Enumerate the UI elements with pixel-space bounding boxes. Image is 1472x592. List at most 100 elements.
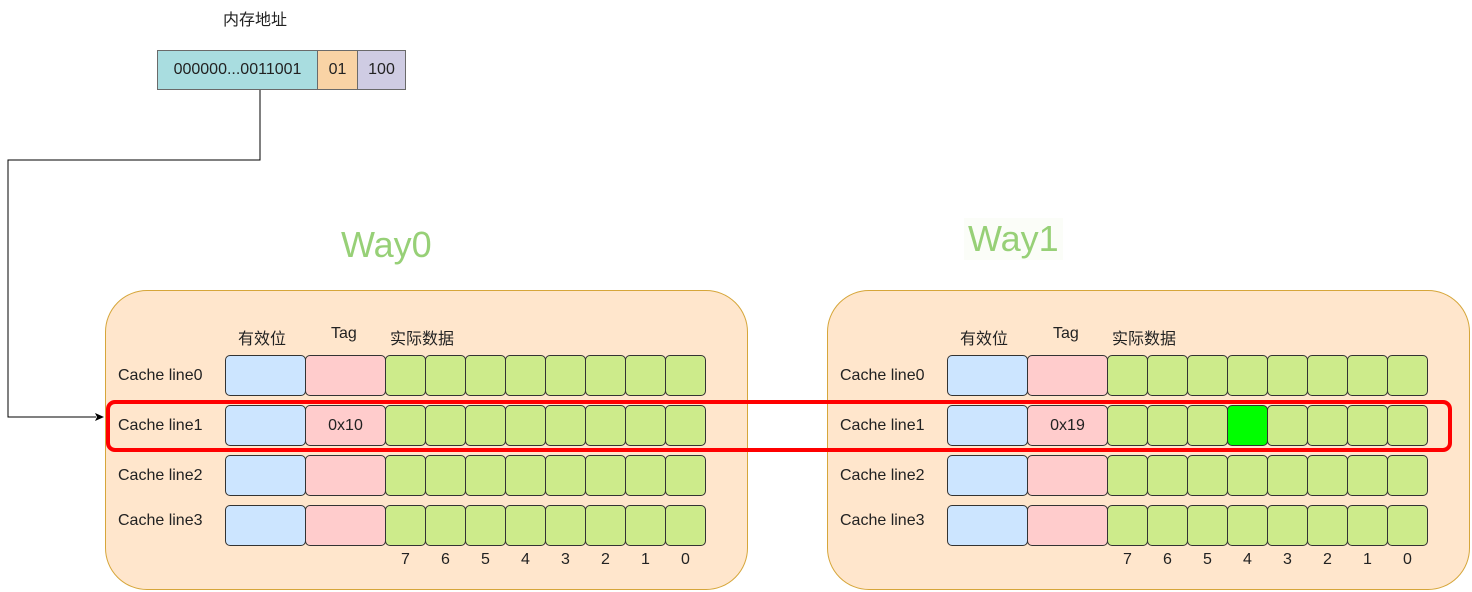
way0-bit-label-1: 1 bbox=[641, 551, 650, 568]
way0-line1-label: Cache line1 bbox=[118, 417, 203, 434]
way1-line3-tag-cell bbox=[1027, 505, 1108, 546]
way0-line0-data-byte-0 bbox=[665, 355, 706, 396]
address-offset-field: 100 bbox=[357, 50, 406, 90]
way1-line3-data-byte-7 bbox=[1107, 505, 1148, 546]
way1-line0-data-byte-6 bbox=[1147, 355, 1188, 396]
way0-line3-valid-cell bbox=[225, 505, 306, 546]
way1-header-valid: 有效位 bbox=[960, 331, 1009, 348]
way1-line2-data-byte-6 bbox=[1147, 455, 1188, 496]
way1-bit-label-4: 4 bbox=[1243, 551, 1252, 568]
way1-line1-data-byte-5 bbox=[1187, 405, 1228, 446]
way0-line2-data-byte-0 bbox=[665, 455, 706, 496]
way1-line2-data-byte-7 bbox=[1107, 455, 1148, 496]
way0-line0-data-byte-4 bbox=[505, 355, 546, 396]
way0-line3-data-byte-0 bbox=[665, 505, 706, 546]
way1-line1-valid-cell bbox=[947, 405, 1028, 446]
way1-line2-valid-cell bbox=[947, 455, 1028, 496]
way1-bit-label-5: 5 bbox=[1203, 551, 1212, 568]
way0-line0-label: Cache line0 bbox=[118, 367, 203, 384]
way0-line0-data-byte-6 bbox=[425, 355, 466, 396]
way0-line3-data-byte-7 bbox=[385, 505, 426, 546]
way0-line0-data-byte-3 bbox=[545, 355, 586, 396]
way1-line0-data-byte-4 bbox=[1227, 355, 1268, 396]
way0-line3-data-byte-3 bbox=[545, 505, 586, 546]
way0-line1-data-byte-4 bbox=[505, 405, 546, 446]
way1-line0-data-byte-0 bbox=[1387, 355, 1428, 396]
way1-line1-data-byte-2 bbox=[1307, 405, 1348, 446]
way0-bit-label-6: 6 bbox=[441, 551, 450, 568]
way1-line2-data-byte-5 bbox=[1187, 455, 1228, 496]
way0-line1-data-byte-1 bbox=[625, 405, 666, 446]
way1-line3-data-byte-5 bbox=[1187, 505, 1228, 546]
way0-line2-data-byte-1 bbox=[625, 455, 666, 496]
way1-line3-data-byte-4 bbox=[1227, 505, 1268, 546]
way1-line3-data-byte-2 bbox=[1307, 505, 1348, 546]
way1-line1-data-byte-0 bbox=[1387, 405, 1428, 446]
selected-set-highlight bbox=[106, 400, 1452, 452]
way0-line1-data-byte-0 bbox=[665, 405, 706, 446]
way1-header-data: 实际数据 bbox=[1112, 331, 1177, 348]
way0-line2-tag-cell bbox=[305, 455, 386, 496]
way0-line2-data-byte-6 bbox=[425, 455, 466, 496]
way1-line0-data-byte-1 bbox=[1347, 355, 1388, 396]
way0-line3-data-byte-5 bbox=[465, 505, 506, 546]
way1-line1-data-byte-7 bbox=[1107, 405, 1148, 446]
way0-line2-data-byte-5 bbox=[465, 455, 506, 496]
way0-line3-data-byte-4 bbox=[505, 505, 546, 546]
way1-line0-label: Cache line0 bbox=[840, 367, 925, 384]
way1-title: Way1 bbox=[964, 218, 1063, 260]
way0-line2-data-byte-3 bbox=[545, 455, 586, 496]
way0-bit-label-5: 5 bbox=[481, 551, 490, 568]
way1-line1-data-byte-6 bbox=[1147, 405, 1188, 446]
way0-header-valid: 有效位 bbox=[238, 331, 287, 348]
way0-title: Way0 bbox=[341, 224, 432, 265]
way1-line2-data-byte-0 bbox=[1387, 455, 1428, 496]
way0-line0-valid-cell bbox=[225, 355, 306, 396]
way1-bit-label-1: 1 bbox=[1363, 551, 1372, 568]
way0-line2-data-byte-4 bbox=[505, 455, 546, 496]
way1-line2-data-byte-4 bbox=[1227, 455, 1268, 496]
way1-line0-tag-cell bbox=[1027, 355, 1108, 396]
way0-line2-label: Cache line2 bbox=[118, 467, 203, 484]
way1-line2-data-byte-2 bbox=[1307, 455, 1348, 496]
way0-line1-data-byte-6 bbox=[425, 405, 466, 446]
way1-bit-label-7: 7 bbox=[1123, 551, 1132, 568]
way1-line0-valid-cell bbox=[947, 355, 1028, 396]
way1-line0-data-byte-5 bbox=[1187, 355, 1228, 396]
way0-line2-valid-cell bbox=[225, 455, 306, 496]
way1-line0-data-byte-7 bbox=[1107, 355, 1148, 396]
way0-bit-label-0: 0 bbox=[681, 551, 690, 568]
way1-line3-data-byte-1 bbox=[1347, 505, 1388, 546]
way1-line3-label: Cache line3 bbox=[840, 512, 925, 529]
way1-line2-tag-cell bbox=[1027, 455, 1108, 496]
way0-line3-label: Cache line3 bbox=[118, 512, 203, 529]
way1-line1-tag-cell: 0x19 bbox=[1027, 405, 1108, 446]
way0-line3-data-byte-6 bbox=[425, 505, 466, 546]
way1-line1-data-byte-4-hit bbox=[1227, 405, 1268, 446]
way1-bit-label-3: 3 bbox=[1283, 551, 1292, 568]
way0-line3-data-byte-2 bbox=[585, 505, 626, 546]
way1-header-tag: Tag bbox=[1053, 325, 1079, 342]
way1-line3-data-byte-6 bbox=[1147, 505, 1188, 546]
way0-bit-label-3: 3 bbox=[561, 551, 570, 568]
way0-line0-tag-cell bbox=[305, 355, 386, 396]
way0-line3-data-byte-1 bbox=[625, 505, 666, 546]
way1-bit-label-2: 2 bbox=[1323, 551, 1332, 568]
way1-line3-data-byte-0 bbox=[1387, 505, 1428, 546]
way1-line2-data-byte-3 bbox=[1267, 455, 1308, 496]
way0-line1-tag-cell: 0x10 bbox=[305, 405, 386, 446]
way1-line0-data-byte-2 bbox=[1307, 355, 1348, 396]
way0-bit-label-2: 2 bbox=[601, 551, 610, 568]
way1-line1-data-byte-3 bbox=[1267, 405, 1308, 446]
way0-line0-data-byte-5 bbox=[465, 355, 506, 396]
way0-bit-label-4: 4 bbox=[521, 551, 530, 568]
way1-line3-data-byte-3 bbox=[1267, 505, 1308, 546]
way1-line1-label: Cache line1 bbox=[840, 417, 925, 434]
way0-line2-data-byte-7 bbox=[385, 455, 426, 496]
way0-bit-label-7: 7 bbox=[401, 551, 410, 568]
way0-header-tag: Tag bbox=[331, 325, 357, 342]
way0-line1-valid-cell bbox=[225, 405, 306, 446]
way1-line0-data-byte-3 bbox=[1267, 355, 1308, 396]
way1-line2-data-byte-1 bbox=[1347, 455, 1388, 496]
